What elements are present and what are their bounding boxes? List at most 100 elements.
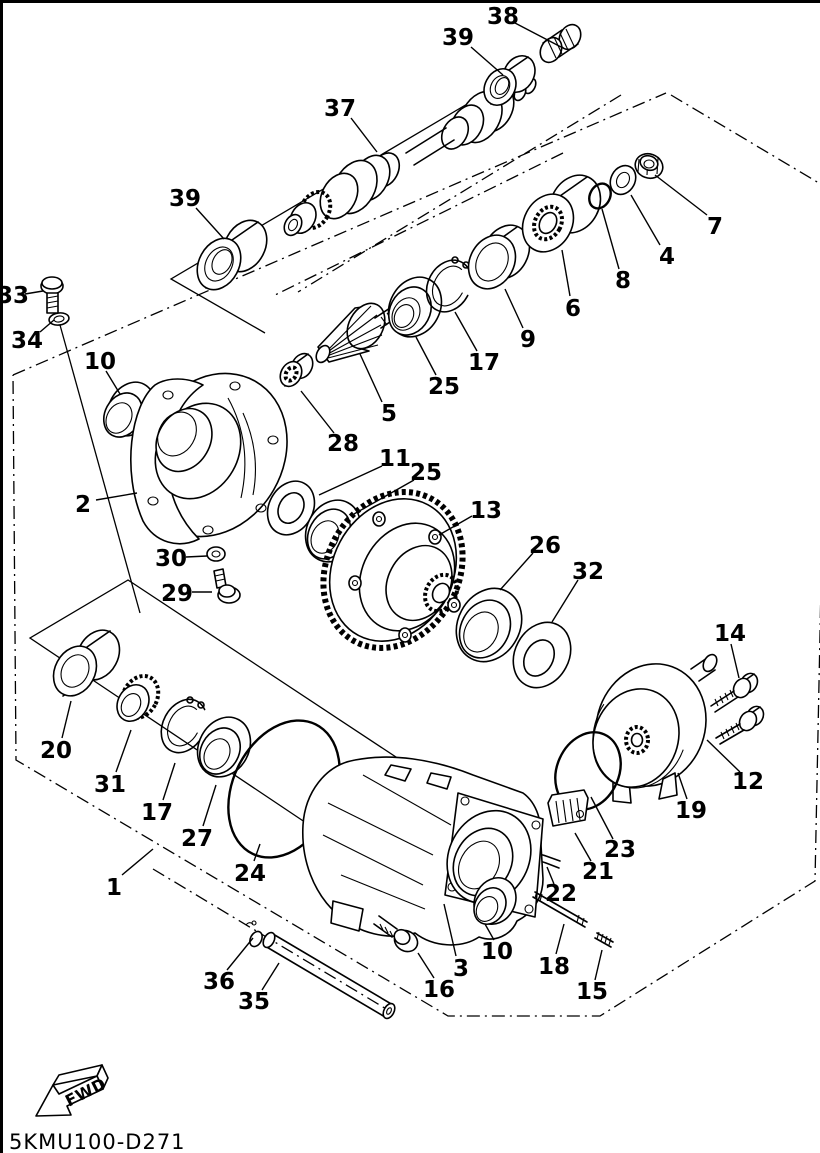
part-callout-25: 25 [410,460,442,486]
part-callout-39: 39 [442,25,474,51]
leader-line-19 [677,772,688,800]
fwd-arrow-front-face [35,1075,104,1117]
leader-line-17 [454,311,478,352]
part-callout-37: 37 [324,96,356,122]
leader-line-37 [350,117,378,153]
gear-group-line [272,152,564,297]
leader-line-10 [105,370,121,395]
part-callout-9: 9 [520,327,536,353]
leader-line-22 [546,866,555,885]
part-coupling-19 [592,653,718,804]
leader-line-2 [95,492,138,501]
leader-line-26 [499,552,534,591]
part-callout-27: 27 [181,826,213,852]
leader-line-28 [300,390,335,434]
part-callout-12: 12 [732,769,764,795]
leader-line-25 [415,336,437,376]
leader-line-4 [630,194,661,246]
part-callout-31: 31 [94,772,126,798]
part-coupling-6 [521,174,602,253]
leader-line-16 [417,952,435,979]
part-callout-38: 38 [487,4,519,30]
leader-line-39 [195,207,225,240]
leader-line-21 [574,832,592,862]
part-callout-39: 39 [169,186,201,212]
part-bolt-29 [213,568,241,604]
part-housing-cover-2 [129,372,288,545]
part-gear-case-3 [302,756,544,946]
leader-line-15 [594,949,603,981]
part-washer-32 [512,621,572,689]
diagram-canvas: 3839373974869172552833341023029112513263… [3,4,820,1153]
part-callout-11: 11 [379,446,411,472]
leader-line-3 [443,903,457,957]
part-seal-10-left [102,381,156,438]
part-circlip-17-lower [160,696,208,754]
part-callout-2: 2 [75,492,91,518]
part-callout-8: 8 [615,268,631,294]
part-seal-27 [196,716,252,778]
leader-line-23 [590,796,614,840]
part-bearing-39-left [196,219,268,291]
part-callout-36: 36 [203,969,235,995]
part-seal-10-lower [473,877,517,925]
part-bolt-14 [710,672,759,713]
part-callout-3: 3 [453,956,469,982]
leader-line-1 [121,848,154,876]
part-rod-35 [262,931,396,1020]
leader-line-12 [706,739,741,773]
part-callout-1: 1 [106,875,122,901]
part-callout-6: 6 [565,296,581,322]
leader-line-7 [654,174,708,216]
leader-line-30 [185,555,208,558]
part-stud-18 [532,890,588,928]
part-collar-20 [52,629,121,697]
part-bolt-12 [715,705,765,745]
leader-line-5 [359,353,383,403]
part-callout-25: 25 [428,374,460,400]
part-callout-7: 7 [707,214,723,240]
part-screw-15 [594,931,614,948]
ring-gear-studs [348,511,461,643]
part-collar-39-right [483,55,536,106]
part-callout-10: 10 [481,939,513,965]
part-callout-32: 32 [572,559,604,585]
part-callout-10: 10 [84,349,116,375]
part-callout-19: 19 [675,798,707,824]
leader-line-6 [561,249,571,297]
part-callout-15: 15 [576,979,608,1005]
part-callout-17: 17 [468,350,500,376]
part-callout-34: 34 [11,328,43,354]
fwd-arrow: FWD [35,1064,109,1117]
leader-line-11 [318,465,383,496]
part-callout-23: 23 [604,837,636,863]
part-washer-34 [48,312,70,326]
leader-line-38 [514,22,562,48]
part-ring-gear-13 [320,489,466,651]
part-callout-16: 16 [423,977,455,1003]
part-collar-9 [467,224,531,290]
part-callout-30: 30 [155,546,187,572]
leader-line-34 [39,319,55,333]
part-callout-35: 35 [238,989,270,1015]
leader-line-36 [226,937,254,971]
outer-boundary [12,92,667,376]
part-callout-4: 4 [659,244,675,270]
leader-line-8 [601,208,620,270]
part-oring-8 [588,182,612,210]
part-callout-33: 33 [3,283,29,309]
leader-line-39 [470,46,504,76]
part-callout-17: 17 [141,800,173,826]
leader-line-31 [115,729,132,773]
part-nut-7 [634,152,664,180]
part-callout-26: 26 [529,533,561,559]
leader-line-33 [24,290,44,295]
parts-layer [40,23,765,1020]
part-callout-29: 29 [161,581,193,607]
part-bolt-16 [373,915,419,953]
part-callout-22: 22 [545,881,577,907]
part-joint-21 [547,789,589,827]
leader-line-27 [202,784,217,827]
part-callout-24: 24 [234,861,266,887]
